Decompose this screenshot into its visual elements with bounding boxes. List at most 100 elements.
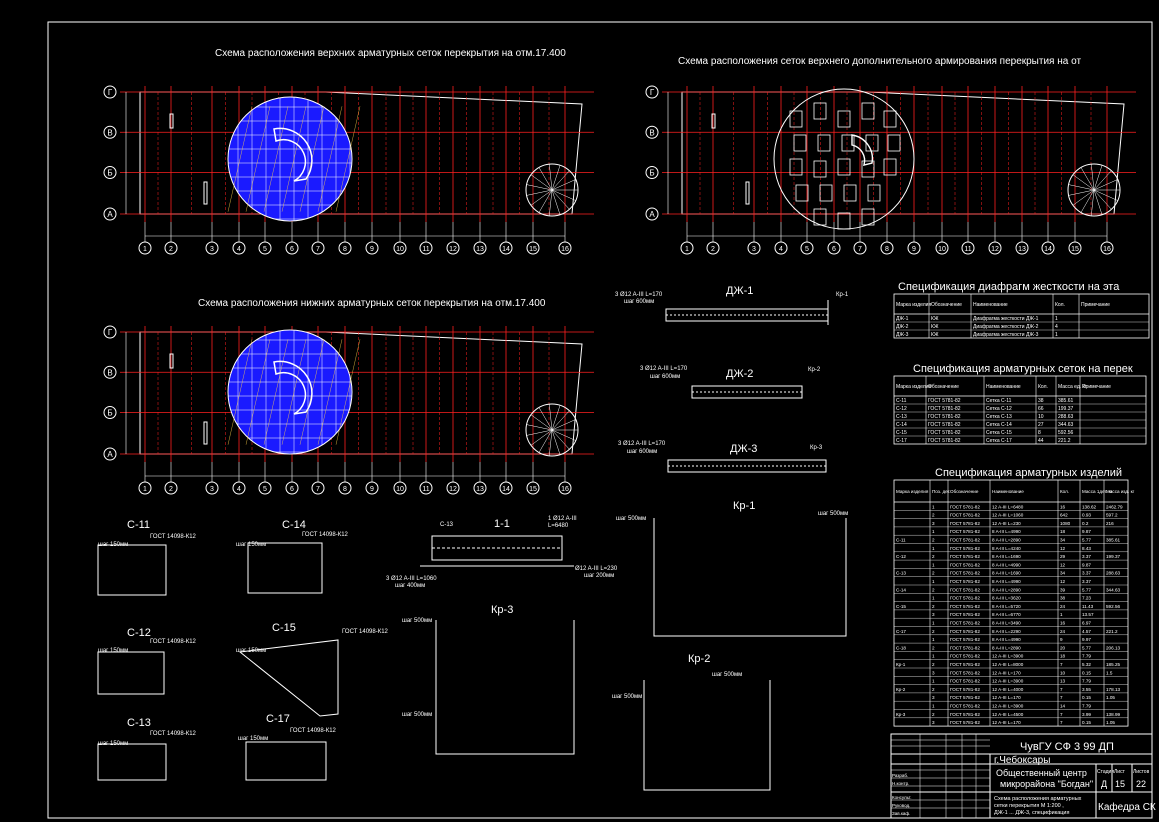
table-cell: Сетка С-17 <box>986 438 1012 444</box>
axis-bubble <box>988 241 1002 255</box>
axis-bubble <box>558 481 572 495</box>
table-cell: 1 <box>932 546 935 551</box>
additional-mesh <box>843 184 857 202</box>
axis-bubble <box>285 481 299 495</box>
table-cell: 1.05 <box>1106 720 1115 725</box>
table-cell: 8 A-III L=4990 <box>992 562 1021 567</box>
table-frame <box>893 479 1129 727</box>
frame-outline <box>643 680 771 791</box>
table-cell: 2 <box>932 571 935 576</box>
table-cell: ГОСТ 5781-82 <box>950 629 980 634</box>
table-cell: Кр-1 <box>896 662 906 667</box>
table-cell: 1080 <box>1060 521 1071 526</box>
table-header-cell: Примечание <box>1082 384 1111 390</box>
stair-step <box>526 184 553 191</box>
additional-mesh <box>865 134 879 152</box>
axis-label: А <box>107 450 113 459</box>
table-cell: ГОСТ 5781-82 <box>950 513 980 518</box>
stair-step <box>1093 179 1118 191</box>
axis-bubble <box>680 241 694 255</box>
slab-outline <box>139 331 583 455</box>
axis-bubble <box>232 481 246 495</box>
table-cell: КЖ <box>931 324 939 330</box>
table-cell: 38 <box>1038 398 1044 404</box>
table-cell: ГОСТ 5781-82 <box>950 720 980 725</box>
mesh-diagonal <box>245 106 271 212</box>
axis-bubble <box>1015 241 1029 255</box>
table-cell: С-11 <box>896 398 907 404</box>
axis-bubble <box>880 241 894 255</box>
table-cell: ДЖ-3 <box>896 332 909 338</box>
table-cell: 2 <box>932 513 935 518</box>
additional-mesh <box>837 212 851 230</box>
axis-label: 3 <box>210 486 214 493</box>
table-cell: 66 <box>1038 406 1044 412</box>
table-cell: ГОСТ 5781-82 <box>950 538 980 543</box>
table-cell: 288.63 <box>1058 414 1074 420</box>
table-cell: 1 <box>932 579 935 584</box>
table-cell: ГОСТ 5781-82 <box>928 430 961 436</box>
axis-bubble <box>645 166 659 180</box>
table-cell: 12 A-III L=170 <box>992 670 1021 675</box>
additional-mesh <box>837 158 851 176</box>
frame-kr3: Кр-3 шаг 500мм шаг 500мм <box>402 604 575 755</box>
table-cell: 185.25 <box>1106 662 1120 667</box>
table-cell: 34 <box>1060 538 1066 543</box>
table-cell: 8 A-III L=3490 <box>992 621 1021 626</box>
mesh-diagonal <box>263 106 289 212</box>
table-cell: ГОСТ 5781-82 <box>928 438 961 444</box>
beam-body <box>667 459 827 473</box>
axis-label: В <box>107 368 112 377</box>
stair-step <box>1091 189 1095 216</box>
axis-label: 11 <box>964 246 971 253</box>
table-header-cell: Масса 1дет. кг <box>1082 489 1113 494</box>
axis-bubble <box>1041 241 1055 255</box>
table-cell: 288.63 <box>1106 571 1120 576</box>
axis-label: 11 <box>422 246 429 253</box>
table-cell: 12 A-III L=8000 <box>992 662 1024 667</box>
table-cell: 38 <box>1060 596 1066 601</box>
signature-role: Консульт. <box>892 795 911 800</box>
stage-value: Д <box>1101 779 1107 789</box>
frame-step: шаг 500мм <box>616 516 646 522</box>
axis-label: 15 <box>529 246 537 253</box>
table-title: Спецификация арматурных сеток на перек <box>913 363 1133 375</box>
table-cell: 8 A-III L=1690 <box>992 571 1021 576</box>
axis-bubble <box>205 481 219 495</box>
table-cell: 9.97 <box>1082 637 1091 642</box>
table-cell: 12 A-III L=3900 <box>992 704 1024 709</box>
table-cell: 12 <box>1060 579 1066 584</box>
axis-bubble <box>164 241 178 255</box>
axis-bubble <box>103 125 117 139</box>
stair-step <box>1072 174 1095 191</box>
mesh-outline <box>97 743 167 781</box>
table-cell: 385.61 <box>1106 538 1120 543</box>
axis-bubble <box>774 241 788 255</box>
table-cell: ГОСТ 5781-82 <box>950 554 980 559</box>
table-cell: 3 <box>932 695 935 700</box>
mesh-c15: С-15 ГОСТ 14098-К12 шаг 150мм <box>236 622 389 717</box>
axis-bubble <box>645 125 659 139</box>
table-cell: 2 <box>932 662 935 667</box>
table-cell: 206.13 <box>1106 645 1120 650</box>
table-cell: С-11 <box>896 538 906 543</box>
axis-bubble <box>706 241 720 255</box>
frame-step: шаг 500мм <box>612 694 642 700</box>
sheet-description: ДЖ-1 ... ДЖ-3, спецификация <box>994 810 1069 816</box>
axis-label: 16 <box>561 486 569 493</box>
axis-label: 2 <box>711 246 715 253</box>
axis-bubble <box>907 241 921 255</box>
axis-bubble <box>645 207 659 221</box>
table-cell: 2 <box>932 645 935 650</box>
stair-step <box>551 189 570 210</box>
axis-bubble <box>285 241 299 255</box>
table-cell: 3 <box>932 612 935 617</box>
beam-note: 3 Ø12 A-III L=170 <box>615 292 663 298</box>
axis-bubble <box>103 406 117 420</box>
table-header-cell: Поз. дет. <box>932 489 951 494</box>
slab-opening <box>711 113 716 129</box>
axis-label: Б <box>107 169 112 178</box>
beam-tag: Кр-1 <box>836 292 849 298</box>
slab-opening <box>169 353 174 369</box>
stair-step <box>1080 167 1095 191</box>
